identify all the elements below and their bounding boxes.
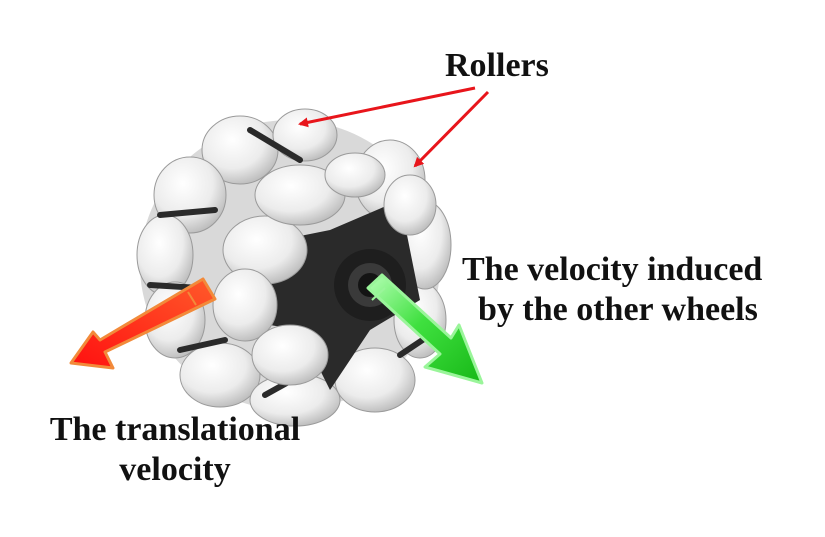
translational-velocity-label-line1: The translational [49,411,301,448]
rollers-label: Rollers [445,47,549,84]
translational-velocity-label: The translational velocity [20,410,330,490]
omni-wheel-icon [136,108,452,427]
translational-velocity-arrow [69,277,217,370]
translational-velocity-label-line2: velocity [119,451,231,488]
pointer-line-right [413,90,490,168]
induced-velocity-label-line2: by the other wheels [478,291,758,328]
rollers-pointers [298,86,490,168]
induced-velocity-label: The velocity induced by the other wheels [462,250,762,330]
induced-velocity-arrow [366,273,484,385]
pointer-line-left [298,86,476,128]
front-rollers [212,152,437,386]
induced-velocity-label-line1: The velocity induced [462,251,763,288]
